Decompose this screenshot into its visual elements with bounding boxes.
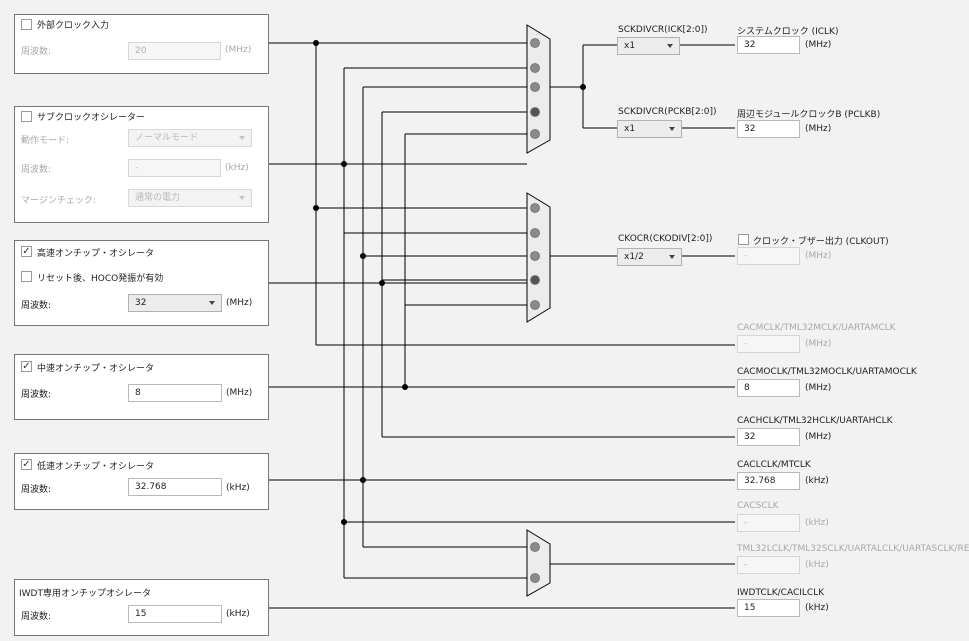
loco-unit: (kHz) <box>226 483 250 493</box>
hoco-reset-checkbox[interactable] <box>21 271 32 282</box>
ckocr-divider-select[interactable]: x1/2 <box>617 248 682 266</box>
caclclk-label: CACLCLK/MTCLK <box>737 460 811 470</box>
moco-freq-label: 周波数: <box>21 390 52 400</box>
clkout-checkbox[interactable] <box>738 234 749 245</box>
cacmoclk-field[interactable]: 8 <box>737 379 800 397</box>
external-clock-freq-field[interactable]: 20 <box>128 42 221 60</box>
external-clock-title: 外部クロック入力 <box>37 21 110 31</box>
cachclk-field[interactable]: 32 <box>737 428 800 446</box>
moco-unit: (MHz) <box>226 388 253 398</box>
tml32lclk-label: TML32LCLK/TML32SCLK/UARTALCLK/UARTASCLK/… <box>737 544 969 554</box>
external-clock-panel: 外部クロック入力 周波数: 20 (MHz) <box>14 14 269 74</box>
chevron-down-icon <box>669 127 675 131</box>
mux-lowspeed <box>526 529 551 597</box>
ckocr-divider-label: CKOCR(CKODIV[2:0]) <box>618 234 713 244</box>
pclkb-unit: (MHz) <box>805 124 832 134</box>
caclclk-field[interactable]: 32.768 <box>737 472 800 490</box>
external-clock-unit: (MHz) <box>225 45 252 55</box>
iwdtclk-unit: (kHz) <box>805 603 829 613</box>
cacsclk-label: CACSCLK <box>737 501 779 511</box>
sub-clock-panel: サブクロックオシレーター 動作モード: ノーマルモード 周波数: - (kHz)… <box>14 106 269 223</box>
sub-clock-checkbox[interactable] <box>21 111 32 122</box>
sub-clock-margin-label: マージンチェック: <box>21 196 96 206</box>
iwdtclk-label: IWDTCLK/CACILCLK <box>737 588 825 598</box>
pckb-divider-value: x1 <box>624 124 636 134</box>
chevron-down-icon <box>239 136 245 140</box>
moco-checkbox[interactable] <box>21 361 32 372</box>
moco-freq-field[interactable]: 8 <box>128 384 222 402</box>
tml32lclk-field[interactable]: - <box>737 556 800 574</box>
ick-divider-value: x1 <box>624 41 636 51</box>
ick-divider-label: SCKDIVCR(ICK[2:0]) <box>618 25 708 35</box>
hoco-freq-value: 32 <box>135 298 147 308</box>
loco-freq-label: 周波数: <box>21 485 52 495</box>
moco-title: 中速オンチップ・オシレータ <box>37 364 155 374</box>
cacmclk-field[interactable]: - <box>737 335 800 353</box>
hoco-panel: 高速オンチップ・オシレータ リセット後、HOCO発振が有効 周波数: 32 (M… <box>14 240 269 326</box>
external-clock-checkbox[interactable] <box>21 19 32 30</box>
loco-checkbox[interactable] <box>21 459 32 470</box>
hoco-unit: (MHz) <box>226 298 253 308</box>
sub-clock-margin-value: 通常の電力 <box>135 193 181 203</box>
iwdt-freq-field[interactable]: 15 <box>128 605 222 623</box>
hoco-freq-select[interactable]: 32 <box>128 294 222 312</box>
cacsclk-unit: (kHz) <box>805 518 829 528</box>
pclkb-field[interactable]: 32 <box>737 120 800 138</box>
sub-clock-mode-select[interactable]: ノーマルモード <box>128 129 252 147</box>
sub-clock-title: サブクロックオシレーター <box>37 113 146 123</box>
iwdt-unit: (kHz) <box>226 609 250 619</box>
chevron-down-icon <box>209 301 215 305</box>
ckocr-divider-value: x1/2 <box>624 252 644 262</box>
sub-clock-mode-label: 動作モード: <box>21 136 70 146</box>
loco-panel: 低速オンチップ・オシレータ 周波数: 32.768 (kHz) <box>14 453 269 510</box>
external-clock-freq-label: 周波数: <box>21 47 52 57</box>
iclk-field[interactable]: 32 <box>737 36 800 54</box>
loco-freq-field[interactable]: 32.768 <box>128 478 222 496</box>
cachclk-unit: (MHz) <box>805 432 832 442</box>
clkout-label: クロック・ブザー出力 (CLKOUT) <box>753 237 889 247</box>
chevron-down-icon <box>669 255 675 259</box>
sub-clock-freq-field[interactable]: - <box>128 159 221 177</box>
moco-panel: 中速オンチップ・オシレータ 周波数: 8 (MHz) <box>14 354 269 420</box>
chevron-down-icon <box>667 44 673 48</box>
caclclk-unit: (kHz) <box>805 476 829 486</box>
cacmclk-unit: (MHz) <box>805 339 832 349</box>
sub-clock-margin-select[interactable]: 通常の電力 <box>128 189 252 207</box>
iwdt-title: IWDT専用オンチップオシレータ <box>19 589 151 599</box>
iwdtclk-field[interactable]: 15 <box>737 599 800 617</box>
pckb-divider-label: SCKDIVCR(PCKB[2:0]) <box>618 107 717 117</box>
sub-clock-freq-label: 周波数: <box>21 165 52 175</box>
sub-clock-unit: (kHz) <box>225 163 249 173</box>
hoco-checkbox[interactable] <box>21 246 32 257</box>
pckb-divider-select[interactable]: x1 <box>617 120 682 138</box>
hoco-reset-label: リセット後、HOCO発振が有効 <box>37 274 164 284</box>
iwdt-freq-label: 周波数: <box>21 612 52 622</box>
hoco-title: 高速オンチップ・オシレータ <box>37 249 155 259</box>
iclk-unit: (MHz) <box>805 40 832 50</box>
sub-clock-mode-value: ノーマルモード <box>135 133 199 143</box>
hoco-freq-label: 周波数: <box>21 301 52 311</box>
ick-divider-select[interactable]: x1 <box>617 37 680 55</box>
clkout-field[interactable]: - <box>737 247 800 265</box>
cacsclk-field[interactable]: - <box>737 514 800 532</box>
cachclk-label: CACHCLK/TML32HCLK/UARTAHCLK <box>737 416 893 426</box>
iclk-label: システムクロック (ICLK) <box>737 27 839 37</box>
cacmoclk-unit: (MHz) <box>805 383 832 393</box>
loco-title: 低速オンチップ・オシレータ <box>37 462 155 472</box>
clkout-unit: (MHz) <box>805 251 832 261</box>
pclkb-label: 周辺モジュールクロックB (PCLKB) <box>737 110 881 120</box>
tml32lclk-unit: (kHz) <box>805 560 829 570</box>
chevron-down-icon <box>239 196 245 200</box>
iwdt-panel: IWDT専用オンチップオシレータ 周波数: 15 (kHz) <box>14 579 269 636</box>
cacmclk-label: CACMCLK/TML32MCLK/UARTAMCLK <box>737 323 896 333</box>
cacmoclk-label: CACMOCLK/TML32MOCLK/UARTAMOCLK <box>737 367 917 377</box>
